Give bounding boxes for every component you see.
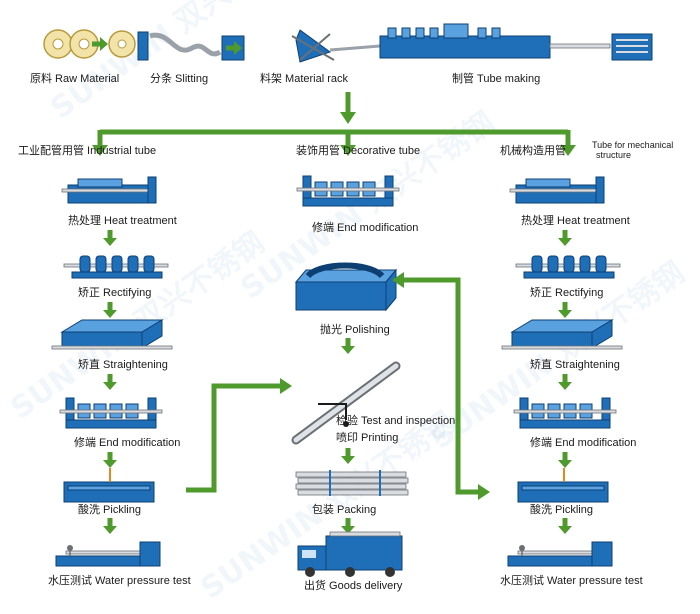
left-end-modification-label: 修端 End modification <box>74 435 180 449</box>
printing-label: 喷印 Printing <box>336 431 398 444</box>
right-rectifying-label: 矫正 Rectifying <box>530 286 603 299</box>
branch-splitter-arrows <box>92 92 576 156</box>
arrow-down-icon <box>103 302 117 318</box>
tube-making-label: 制管 Tube making <box>452 71 540 85</box>
right-straightening-label: 矫直 Straightening <box>530 357 620 371</box>
svg-text:SUNWIN 双兴不锈钢: SUNWIN 双兴不锈钢 <box>45 0 312 127</box>
mechanical-tube-en-label-2: structure <box>596 150 631 160</box>
end-modification-machine-icon <box>513 397 617 429</box>
arrow-down-icon <box>341 518 355 534</box>
material-rack-icon <box>291 29 335 63</box>
left-heat-treatment-label: 热处理 Heat treatment <box>68 214 177 227</box>
arrow-down-icon <box>103 230 117 246</box>
slitting-label: 分条 Slitting <box>150 71 208 85</box>
right-pickling-label: 酸洗 Pickling <box>530 502 593 516</box>
heat-treatment-machine-icon <box>61 176 157 204</box>
test-inspection-tube-icon <box>291 361 401 445</box>
heat-treatment-machine-icon <box>509 176 605 204</box>
left-rectifying-label: 矫正 Rectifying <box>78 286 151 299</box>
right-end-modification-label: 修端 End modification <box>530 435 636 449</box>
mechanical-tube-en-label: Tube for mechanical <box>592 140 673 150</box>
packing-bundle-icon <box>295 470 409 496</box>
arrow-down-icon <box>103 374 117 390</box>
arrow-down-icon <box>341 448 355 464</box>
left-water-pressure-label: 水压测试 Water pressure test <box>48 574 191 587</box>
right-water-pressure-label: 水压测试 Water pressure test <box>500 574 643 587</box>
delivery-truck-icon <box>297 531 403 577</box>
arrow-down-icon <box>103 518 117 534</box>
left-to-center-connector-arrow <box>186 378 292 493</box>
pickling-tank-icon <box>63 467 155 503</box>
right-to-center-connector-arrow <box>392 272 490 500</box>
packing-label: 包装 Packing <box>312 503 376 516</box>
raw-material-coils-icon <box>43 29 99 59</box>
tube-making-machine-icon <box>329 23 653 61</box>
slitting-machine-icon <box>108 30 245 61</box>
pickling-tank-icon <box>517 467 609 503</box>
arrow-down-icon <box>103 452 117 468</box>
straightening-machine-icon <box>51 319 173 350</box>
test-inspection-label: 检验 Test and inspection <box>336 413 455 427</box>
end-modification-machine-icon <box>59 397 163 429</box>
left-straightening-label: 矫直 Straightening <box>78 357 168 371</box>
rectifying-machine-icon <box>63 255 169 279</box>
raw-material-label: 原料 Raw Material <box>30 71 119 85</box>
arrow-down-icon <box>341 338 355 354</box>
industrial-tube-label: 工业配管用管 Industrial tube <box>18 143 156 157</box>
arrow-down-icon <box>558 374 572 390</box>
arrow-down-icon <box>558 518 572 534</box>
arrow-down-icon <box>558 230 572 246</box>
center-end-modification-label: 修端 End modification <box>312 220 418 234</box>
arrow-down-icon <box>558 452 572 468</box>
decorative-tube-label: 装饰用管 Decorative tube <box>296 143 420 157</box>
right-heat-treatment-label: 热处理 Heat treatment <box>521 214 630 227</box>
arrow-down-icon <box>558 302 572 318</box>
polishing-label: 抛光 Polishing <box>320 322 390 336</box>
rectifying-machine-icon <box>515 255 621 279</box>
water-pressure-machine-icon <box>507 541 613 567</box>
polishing-machine-icon <box>294 262 398 312</box>
left-pickling-label: 酸洗 Pickling <box>78 502 141 516</box>
mechanical-tube-label: 机械构造用管 <box>500 143 566 157</box>
water-pressure-machine-icon <box>55 541 161 567</box>
goods-delivery-label: 出货 Goods delivery <box>304 578 403 592</box>
material-rack-label: 料架 Material rack <box>260 71 349 85</box>
